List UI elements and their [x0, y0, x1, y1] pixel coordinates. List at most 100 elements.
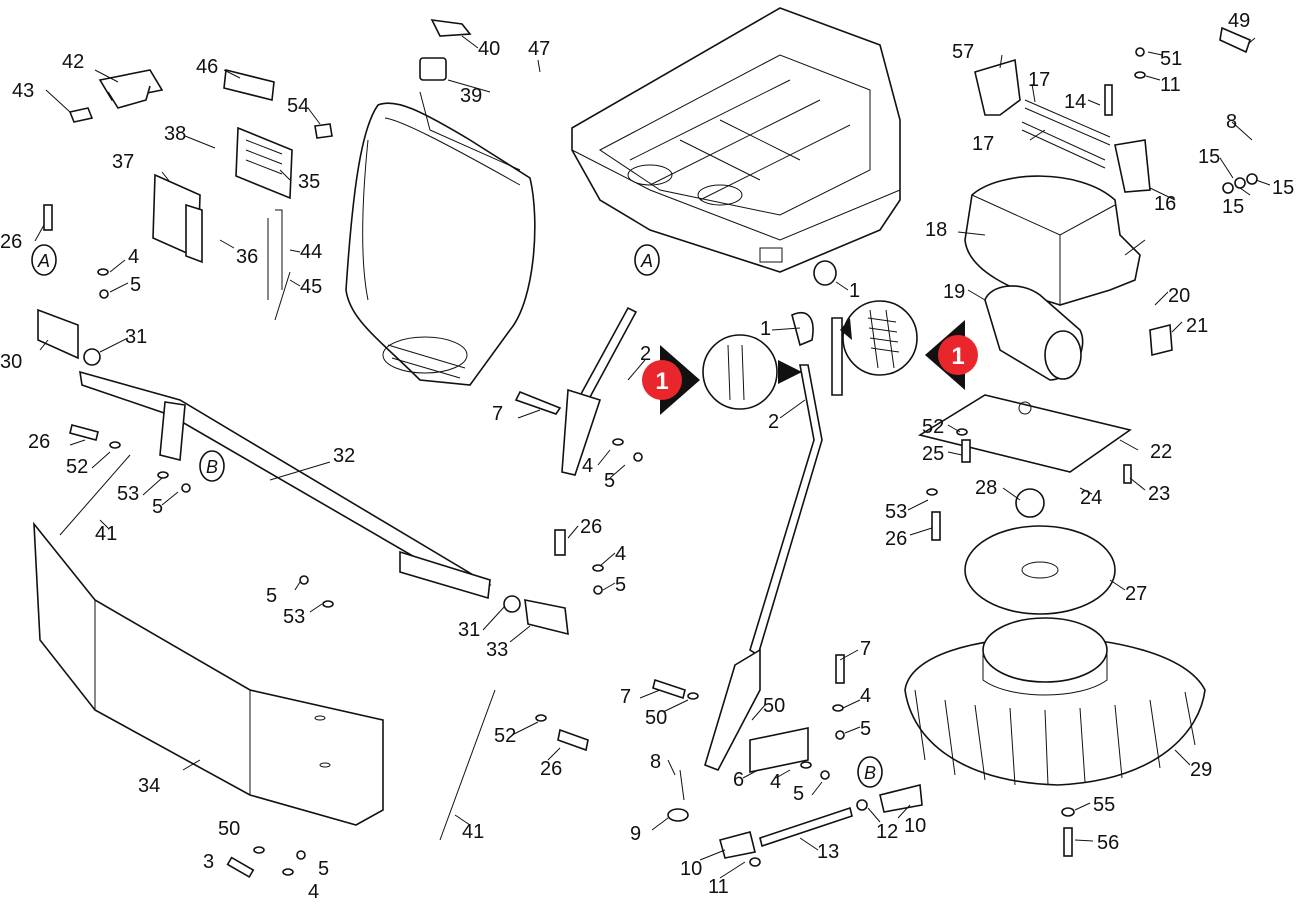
callout-18: 18 [925, 219, 947, 241]
callout-15-c: 15 [1222, 196, 1244, 218]
callout-5-g: 5 [860, 718, 871, 740]
svg-text:A: A [37, 251, 50, 271]
callout-29: 29 [1190, 759, 1212, 781]
callout-52-a: 52 [66, 456, 88, 478]
callout-26-a: 26 [0, 231, 22, 253]
callout-17-a: 17 [1028, 69, 1050, 91]
motor-assembly [917, 175, 1141, 518]
callout-6: 6 [733, 769, 744, 791]
callout-17-b: 17 [972, 133, 994, 155]
detail-arrow-right [840, 318, 852, 340]
callout-40: 40 [478, 38, 500, 60]
callout-5-h: 5 [793, 783, 804, 805]
callout-28: 28 [975, 477, 997, 499]
callout-4-f: 4 [770, 771, 781, 793]
callout-8-a: 8 [650, 751, 661, 773]
callout-10-b: 10 [904, 815, 926, 837]
callout-23: 23 [1148, 483, 1170, 505]
brush-assembly [904, 525, 1206, 786]
callout-2-a: 2 [640, 343, 651, 365]
lever-rod-assembly [561, 260, 923, 859]
fasteners [43, 47, 1258, 879]
leader-lines [34, 35, 1271, 879]
callout-46: 46 [196, 56, 218, 78]
callout-24: 24 [1080, 487, 1102, 509]
callout-1-b: 1 [849, 280, 860, 302]
callout-15-b: 15 [1272, 177, 1294, 199]
callout-20: 20 [1168, 285, 1190, 307]
callout-50-a: 50 [218, 818, 240, 840]
callout-21: 21 [1186, 315, 1208, 337]
callout-4-d: 4 [582, 455, 593, 477]
callout-41-a: 41 [95, 523, 117, 545]
callout-5-a: 5 [130, 274, 141, 296]
callout-45: 45 [300, 276, 322, 298]
callout-26-d: 26 [540, 758, 562, 780]
callout-9: 9 [630, 823, 641, 845]
callout-57: 57 [952, 41, 974, 63]
callout-55: 55 [1093, 794, 1115, 816]
callout-43: 43 [12, 80, 34, 102]
callout-44: 44 [300, 241, 322, 263]
callout-26-b: 26 [28, 431, 50, 453]
callout-50-b: 50 [645, 707, 667, 729]
callout-2-b: 2 [768, 411, 779, 433]
callout-54: 54 [287, 95, 309, 117]
detail-view-left [702, 334, 778, 410]
callout-15-a: 15 [1198, 146, 1220, 168]
callout-53-c: 53 [885, 501, 907, 523]
callout-10-a: 10 [680, 858, 702, 880]
highlight-badge-left: 1 [642, 345, 700, 415]
callout-5-f: 5 [604, 470, 615, 492]
part-number-labels: 40 47 39 42 43 46 54 38 35 37 36 44 45 2… [0, 10, 1294, 903]
callout-47: 47 [528, 38, 550, 60]
svg-text:1: 1 [951, 343, 964, 370]
reference-marker-a-left: A [31, 244, 57, 276]
callout-37: 37 [112, 151, 134, 173]
skirt-plate [33, 521, 384, 826]
svg-text:B: B [864, 763, 876, 783]
callout-50-c: 50 [763, 695, 785, 717]
callout-19: 19 [943, 281, 965, 303]
callout-38: 38 [164, 123, 186, 145]
callout-51: 51 [1160, 48, 1182, 70]
callout-33: 33 [486, 639, 508, 661]
callout-7-b: 7 [860, 638, 871, 660]
callout-4-a: 4 [128, 246, 139, 268]
callout-56: 56 [1097, 832, 1119, 854]
callout-41-b: 41 [462, 821, 484, 843]
chassis-frame [571, 7, 901, 273]
svg-text:A: A [640, 251, 653, 271]
callout-11-b: 11 [1160, 74, 1181, 96]
highlight-badge-right: 1 [925, 320, 978, 390]
callout-25: 25 [922, 443, 944, 465]
callout-30: 30 [0, 351, 22, 373]
svg-text:B: B [206, 457, 218, 477]
callout-36: 36 [236, 246, 258, 268]
reference-marker-b-arm: B [199, 450, 225, 482]
hood-shell [345, 19, 536, 386]
callout-5-d: 5 [266, 585, 277, 607]
callout-12: 12 [876, 821, 898, 843]
callout-4-e: 4 [860, 685, 871, 707]
callout-52-b: 52 [494, 725, 516, 747]
callout-39: 39 [460, 85, 482, 107]
callout-4-c: 4 [308, 881, 319, 903]
callout-7-c: 7 [620, 686, 631, 708]
callout-32: 32 [333, 445, 355, 467]
callout-11-a: 11 [708, 876, 729, 898]
callout-52-c: 52 [922, 416, 944, 438]
callout-53-b: 53 [283, 606, 305, 628]
callout-7-a: 7 [492, 403, 503, 425]
reference-marker-a-chassis: A [634, 244, 660, 276]
spring-group [974, 26, 1251, 193]
callout-27: 27 [1125, 583, 1147, 605]
callout-53-a: 53 [117, 483, 139, 505]
callout-42: 42 [62, 51, 84, 73]
callout-16: 16 [1154, 193, 1176, 215]
callout-26-c: 26 [580, 516, 602, 538]
callout-3: 3 [203, 851, 214, 873]
callout-14: 14 [1064, 91, 1086, 113]
callout-22: 22 [1150, 441, 1172, 463]
